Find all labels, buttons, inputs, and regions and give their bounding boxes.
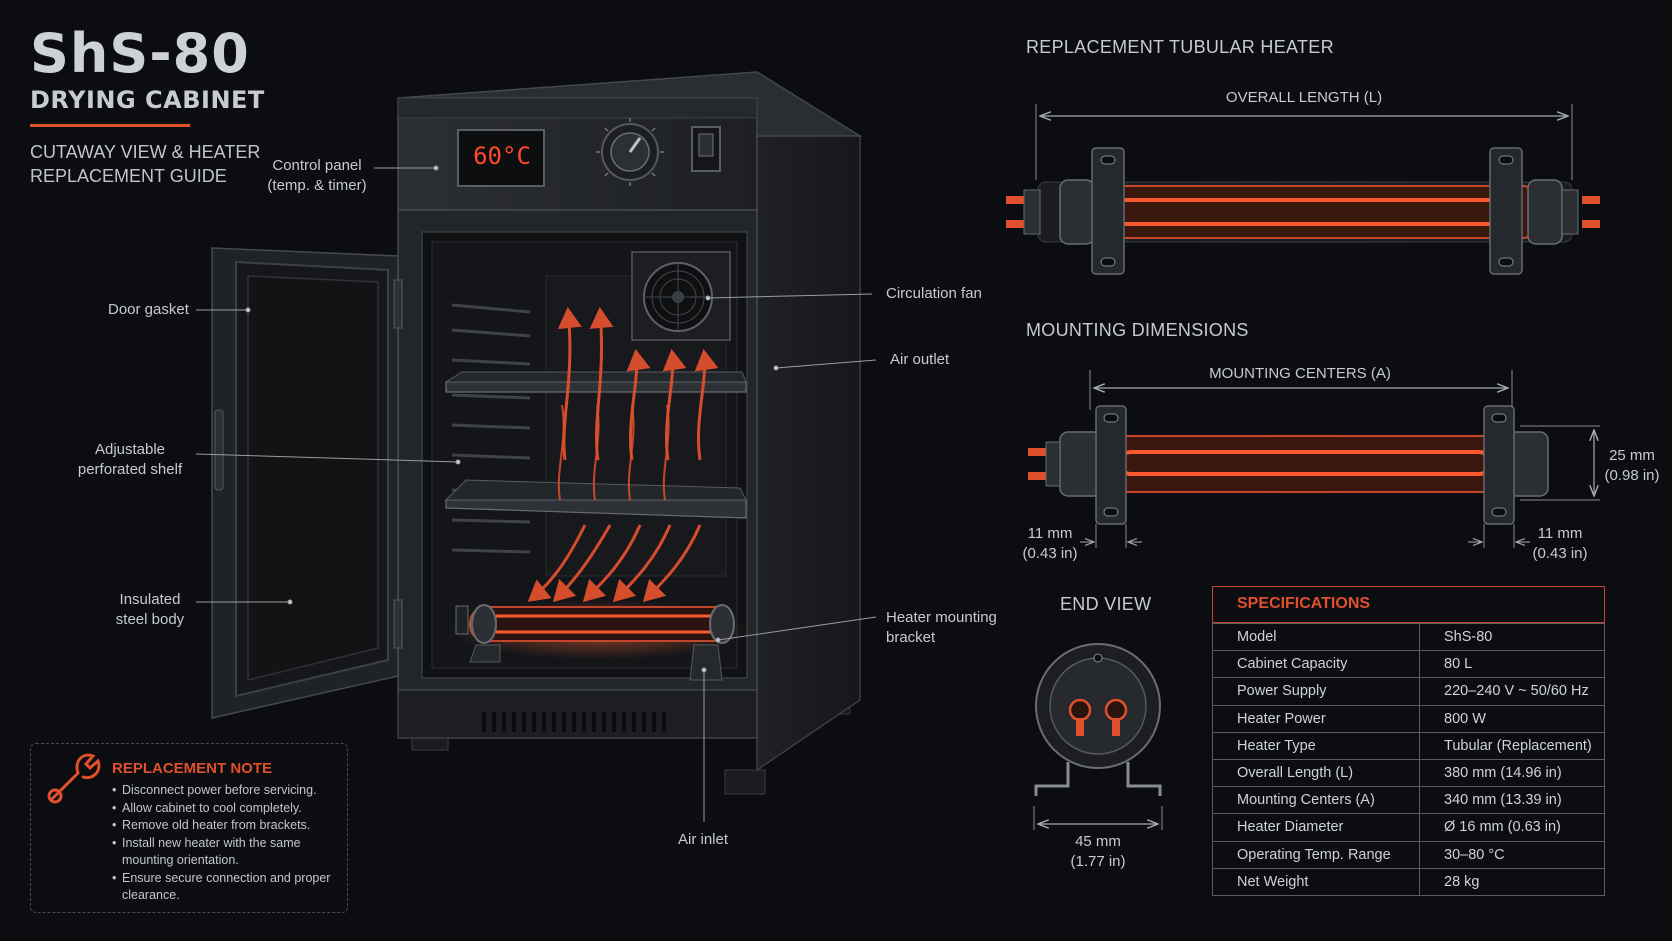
spec-key: Heater Diameter <box>1212 813 1420 842</box>
table-row: Overall Length (L)380 mm (14.96 in) <box>1212 758 1605 788</box>
right-offset-mm: 11 mm <box>1537 525 1583 542</box>
spec-value: Tubular (Replacement) <box>1419 731 1605 760</box>
spec-value: 80 L <box>1419 650 1605 679</box>
callout-bracket: Heater mounting bracket <box>886 608 997 648</box>
spec-value: 220–240 V ~ 50/60 Hz <box>1419 677 1605 706</box>
table-row: Mounting Centers (A)340 mm (13.39 in) <box>1212 786 1605 815</box>
shelf-upper <box>444 371 747 393</box>
callout-body-line2: steel body <box>115 611 185 628</box>
callout-shelf-line1: Adjustable <box>94 441 166 458</box>
callout-control-panel-line1: Control panel <box>272 157 362 174</box>
callout-shelf: Adjustable perforated shelf <box>68 440 192 480</box>
note-item: Remove old heater from brackets. <box>112 817 342 835</box>
left-offset-mm: 11 mm <box>1027 525 1073 542</box>
specifications-title: SPECIFICATIONS <box>1212 586 1605 623</box>
spec-key: Net Weight <box>1212 867 1420 896</box>
callout-bracket-line1: Heater mounting <box>886 609 997 626</box>
cabinet-illustration <box>211 71 863 795</box>
heater-drawing-top <box>1006 104 1600 275</box>
callout-bracket-line2: bracket <box>886 629 936 646</box>
title-underline <box>30 124 190 127</box>
callout-control-panel: Control panel (temp. & timer) <box>262 156 372 196</box>
height-mm: 25 mm <box>1609 447 1655 464</box>
cabinet-heater <box>450 600 750 681</box>
spec-value: 28 kg <box>1419 867 1605 896</box>
left-offset-in: (0.43 in) <box>1022 545 1078 562</box>
guide-caption: CUTAWAY VIEW & HEATER REPLACEMENT GUIDE <box>30 140 270 188</box>
end-view-width-dim: 45 mm (1.77 in) <box>1058 832 1138 872</box>
spec-key: Power Supply <box>1212 677 1420 706</box>
spec-key: Mounting Centers (A) <box>1212 786 1420 815</box>
note-item: Disconnect power before servicing. <box>112 782 342 800</box>
callout-air-inlet: Air inlet <box>678 831 729 848</box>
replacement-note-list: Disconnect power before servicing. Allow… <box>112 782 342 905</box>
spec-key: Heater Power <box>1212 704 1420 733</box>
temperature-display: 60°C <box>473 142 531 170</box>
mounting-centers-label: MOUNTING CENTERS (A) <box>1209 365 1391 382</box>
spec-key: Model <box>1212 622 1420 652</box>
spec-value: 380 mm (14.96 in) <box>1419 758 1605 788</box>
right-offset-dim: 11 mm (0.43 in) <box>1520 524 1600 564</box>
callout-air-outlet: Air outlet <box>890 351 950 368</box>
spec-value: 340 mm (13.39 in) <box>1419 786 1605 815</box>
callout-fan: Circulation fan <box>886 285 982 302</box>
product-subtitle: DRYING CABINET <box>30 86 265 114</box>
mounting-section-title: MOUNTING DIMENSIONS <box>1026 320 1249 340</box>
spec-value: 30–80 °C <box>1419 840 1605 869</box>
guide-line-1: CUTAWAY VIEW & HEATER <box>30 142 261 162</box>
product-title: ShS-80 <box>30 22 250 85</box>
note-item: Install new heater with the same mountin… <box>112 835 342 870</box>
overall-length-label: OVERALL LENGTH (L) <box>1225 89 1383 106</box>
spec-value: Ø 16 mm (0.63 in) <box>1419 813 1605 842</box>
height-in: (0.98 in) <box>1604 467 1660 484</box>
end-view-title: END VIEW <box>1060 594 1152 614</box>
callout-body-line1: Insulated <box>119 591 181 608</box>
spec-value: ShS-80 <box>1419 622 1605 652</box>
callout-body: Insulated steel body <box>104 590 196 630</box>
spec-value: 800 W <box>1419 704 1605 733</box>
replacement-note-box <box>30 743 348 913</box>
callout-door-gasket: Door gasket <box>108 301 189 318</box>
note-item: Ensure secure connection and proper clea… <box>112 870 342 905</box>
spec-key: Operating Temp. Range <box>1212 840 1420 869</box>
heater-drawing-mounting <box>1028 370 1600 548</box>
end-view-drawing <box>1033 643 1163 830</box>
right-offset-in: (0.43 in) <box>1532 545 1588 562</box>
callout-control-panel-line2: (temp. & timer) <box>267 177 367 194</box>
end-view-width-in: (1.77 in) <box>1070 853 1126 870</box>
callout-shelf-line2: perforated shelf <box>77 461 183 478</box>
spec-key: Cabinet Capacity <box>1212 650 1420 679</box>
spec-key: Overall Length (L) <box>1212 758 1420 788</box>
guide-line-2: REPLACEMENT GUIDE <box>30 166 227 186</box>
heater-section-title: REPLACEMENT TUBULAR HEATER <box>1026 37 1334 57</box>
spec-key: Heater Type <box>1212 731 1420 760</box>
height-dim: 25 mm (0.98 in) <box>1592 446 1672 486</box>
wrench-icon <box>47 753 101 804</box>
left-offset-dim: 11 mm (0.43 in) <box>1010 524 1090 564</box>
end-view-width-mm: 45 mm <box>1075 833 1121 850</box>
replacement-note-title: REPLACEMENT NOTE <box>112 760 273 777</box>
note-item: Allow cabinet to cool completely. <box>112 800 342 818</box>
shelf-lower <box>444 479 747 519</box>
